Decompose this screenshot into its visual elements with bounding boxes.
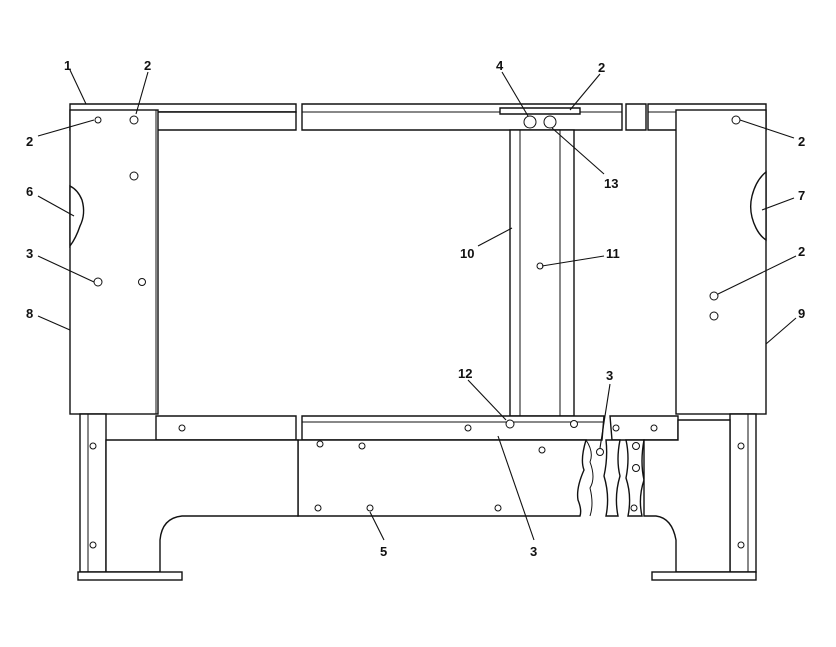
bolt [632, 442, 640, 450]
callout-10: 10 [460, 246, 474, 261]
callout-2-right-top: 2 [798, 134, 805, 149]
bolt [570, 420, 578, 428]
callout-2-left: 2 [26, 134, 33, 149]
callout-2-right-mid: 2 [798, 244, 805, 259]
bolt [358, 442, 366, 450]
callout-6: 6 [26, 184, 33, 199]
bolt [464, 424, 472, 432]
bolt [709, 291, 719, 301]
bolt [89, 442, 97, 450]
bolt [543, 115, 557, 129]
bolt [709, 311, 719, 321]
callout-1: 1 [64, 58, 71, 73]
bolt [93, 277, 103, 287]
bolt [538, 446, 546, 454]
callout-13: 13 [604, 176, 618, 191]
callout-3-right: 3 [606, 368, 613, 383]
bolt [632, 464, 640, 472]
callout-3-left: 3 [26, 246, 33, 261]
bolt [129, 171, 139, 181]
base-plate [297, 439, 645, 517]
callouts: 1 2 2 2 2 2 3 3 3 4 5 6 7 8 9 10 11 12 1… [26, 58, 805, 559]
bolt [737, 442, 745, 450]
top-rail [69, 103, 767, 131]
bolt [316, 440, 324, 448]
bolt [94, 116, 102, 124]
bolt [596, 448, 604, 456]
callout-12: 12 [458, 366, 472, 381]
bolt [650, 424, 658, 432]
bolt [731, 115, 741, 125]
bolt [366, 504, 374, 512]
bolt [612, 424, 620, 432]
callout-3-bottom: 3 [530, 544, 537, 559]
bolt [494, 504, 502, 512]
right-leg [643, 413, 757, 581]
bolt [129, 115, 139, 125]
callout-2-top-left: 2 [144, 58, 151, 73]
callout-7: 7 [798, 188, 805, 203]
bolt [505, 419, 515, 429]
leader-lines [37, 69, 797, 541]
bolt [178, 424, 186, 432]
right-side-panel [675, 109, 767, 415]
callout-11: 11 [606, 246, 620, 261]
bolt [314, 504, 322, 512]
callout-4: 4 [496, 58, 504, 73]
bottom-rail [155, 415, 679, 441]
bolt [737, 541, 745, 549]
bolt [523, 115, 537, 129]
left-leg [77, 413, 299, 581]
fasteners [89, 115, 745, 549]
bolt [89, 541, 97, 549]
callout-8: 8 [26, 306, 33, 321]
center-channel [509, 129, 575, 417]
bolt [138, 278, 146, 286]
callout-5: 5 [380, 544, 387, 559]
callout-9: 9 [798, 306, 805, 321]
callout-2-top-right: 2 [598, 60, 605, 75]
left-side-panel [69, 109, 159, 415]
bolt [630, 504, 638, 512]
